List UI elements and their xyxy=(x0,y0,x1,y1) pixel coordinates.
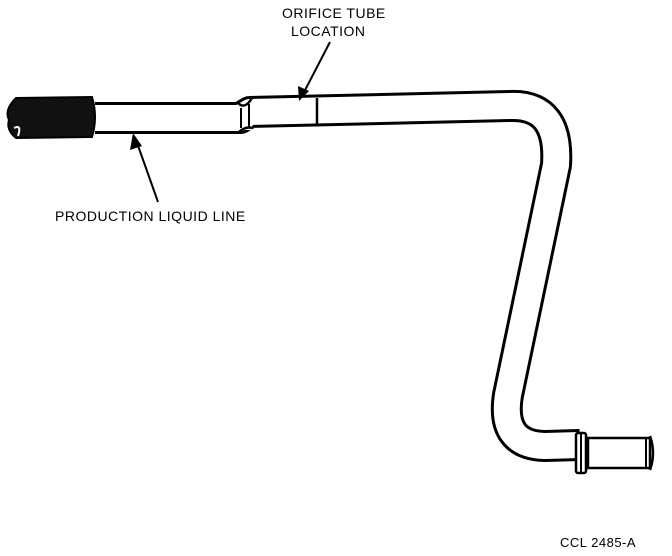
rubber-hose xyxy=(6,95,96,140)
figure-code-label: CCL 2485-A xyxy=(560,535,637,550)
orifice-tube-arrow xyxy=(298,41,331,101)
orifice-tube-label-line2: LOCATION xyxy=(291,23,366,39)
orifice-tube-label-line1: ORIFICE TUBE xyxy=(282,5,386,21)
tube-crimp xyxy=(237,97,254,134)
end-fitting xyxy=(574,431,655,475)
liquid-line-tube xyxy=(95,90,581,462)
production-line-arrow xyxy=(130,133,159,203)
production-liquid-line-label: PRODUCTION LIQUID LINE xyxy=(55,208,246,224)
